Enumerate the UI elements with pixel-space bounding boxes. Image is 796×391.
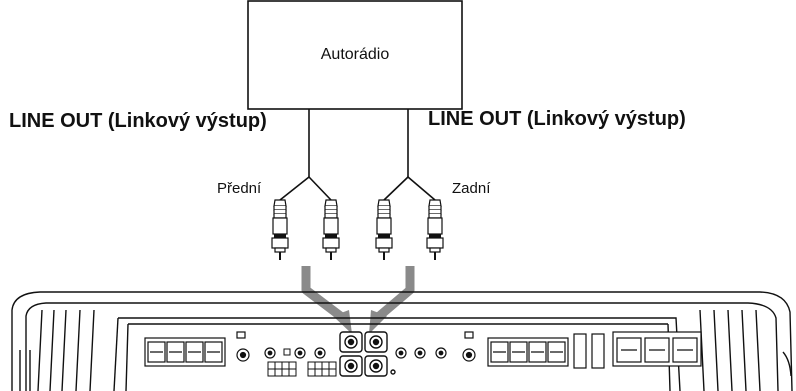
- fuse-slots: [573, 333, 605, 369]
- connection-arrow-head: [333, 310, 352, 334]
- line-out-right-label: LINE OUT (Linkový výstup): [428, 108, 686, 130]
- control-knobs-right: [395, 331, 476, 362]
- rca-plug-icon: [322, 199, 340, 261]
- control-knobs-left: [236, 331, 326, 362]
- rear-wire-harness: [383, 109, 436, 201]
- power-connector-icon: [267, 348, 337, 377]
- rca-plug-icon: [426, 199, 444, 261]
- rca-plug-icon: [271, 199, 289, 261]
- connection-arrow-head: [369, 310, 387, 334]
- speaker-terminal-block-icon: [144, 337, 226, 367]
- speaker-terminal-block-icon: [487, 337, 569, 367]
- rca-plug-icon: [375, 199, 393, 261]
- power-terminal-block-icon: [612, 331, 702, 367]
- rca-input-jack-icon: [339, 331, 396, 377]
- front-wire-harness: [279, 109, 332, 201]
- head-unit-box: [247, 0, 463, 110]
- connection-arrow-icon: [374, 266, 415, 322]
- head-unit-label: Autorádio: [320, 46, 390, 63]
- connection-arrow-icon: [301, 266, 346, 322]
- line-out-left-label: LINE OUT (Linkový výstup): [9, 110, 267, 132]
- front-output-label: Přední: [217, 180, 262, 197]
- rear-output-label: Zadní: [452, 180, 491, 197]
- amplifier-device: [11, 291, 793, 391]
